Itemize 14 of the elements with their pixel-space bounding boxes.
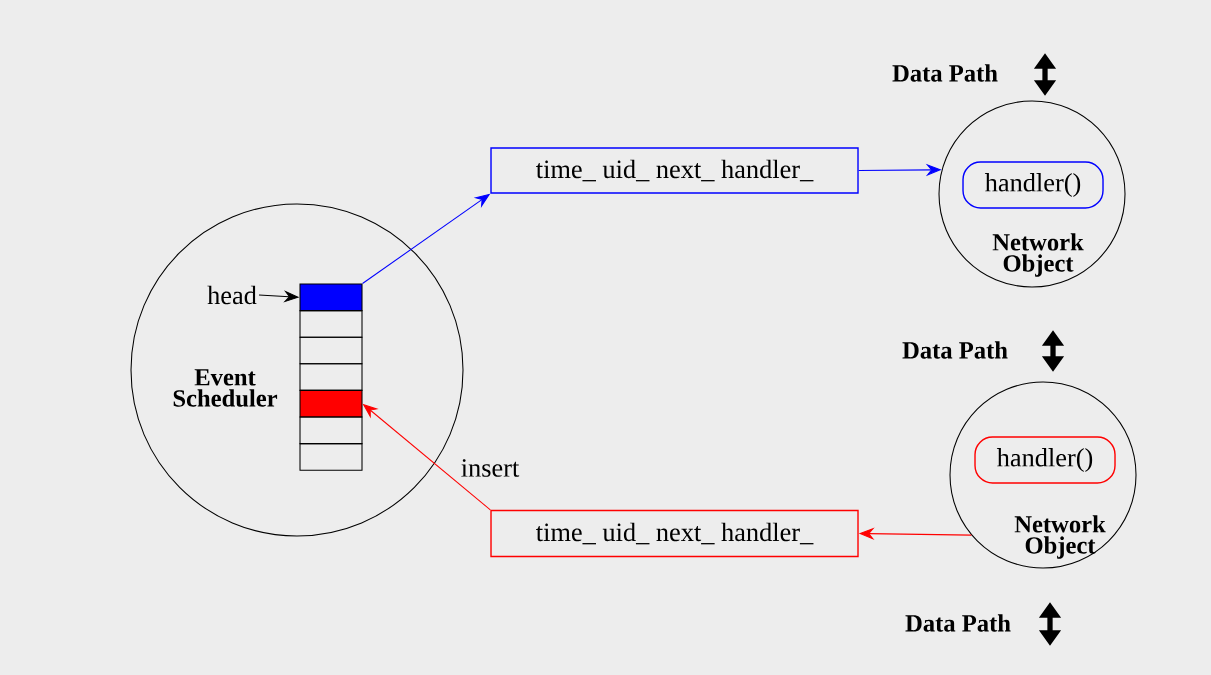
data-path-label: Data Path [905,614,1011,632]
handler-box: handler() [962,161,1104,209]
data-path-label: Data Path [902,341,1008,359]
handler-box: handler() [974,436,1116,484]
queue-cell [299,389,363,418]
queue-cell [299,416,363,445]
data-path-label: Data Path [892,64,998,82]
queue-cell [299,443,363,471]
queue-cell [299,336,363,365]
head-label: head [207,285,257,305]
queue-cell [299,310,363,338]
queue-cell [299,283,363,312]
entry-box: time_ uid_ next_ handler_ [490,509,859,558]
entry-box: time_ uid_ next_ handler_ [490,147,859,194]
